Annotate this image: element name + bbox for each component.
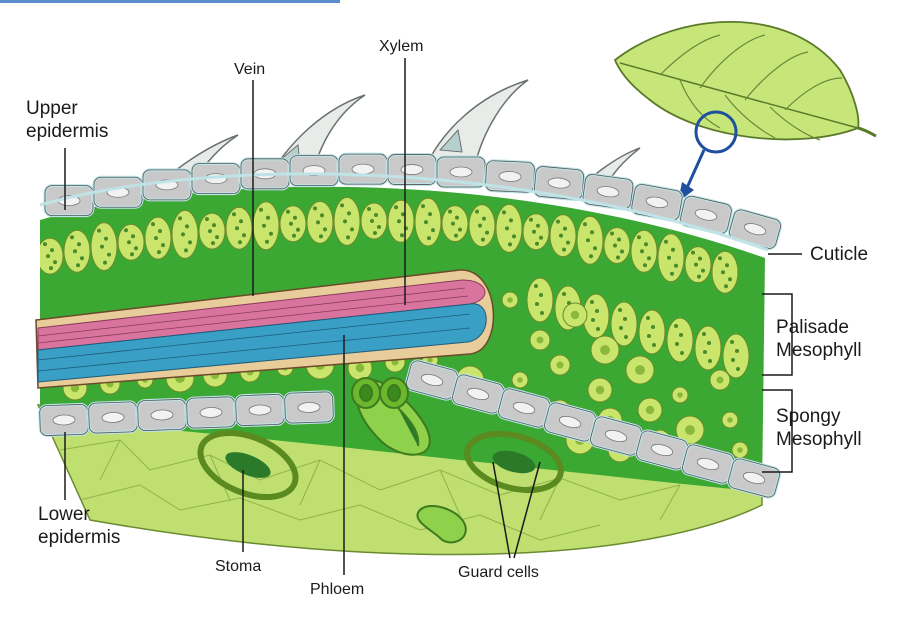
lower-epidermis-cells [38,359,781,499]
label-cuticle: Cuticle [810,244,869,265]
label-lower-epidermis: Lower epidermis [38,504,121,548]
leader-lines [64,58,802,575]
stoma-left [197,429,299,501]
label-spongy-mesophyll: Spongy Mesophyll [776,406,862,450]
vein [35,269,495,389]
palisade-cells [40,196,750,379]
label-xylem: Xylem [379,38,424,55]
whole-leaf-icon [613,21,877,202]
top-accent-bar [0,0,340,3]
cuticle-edge [39,172,769,252]
label-vein: Vein [234,61,266,78]
label-phloem: Phloem [310,581,365,598]
label-stoma: Stoma [215,558,262,575]
label-palisade-mesophyll: Palisade Mesophyll [776,317,862,361]
guard-cells-open [351,377,431,456]
guard-cell-detached [416,505,467,544]
label-guard-cells: Guard cells [458,564,539,581]
label-upper-epidermis: Upper epidermis [26,98,109,142]
stoma-right [464,430,564,494]
